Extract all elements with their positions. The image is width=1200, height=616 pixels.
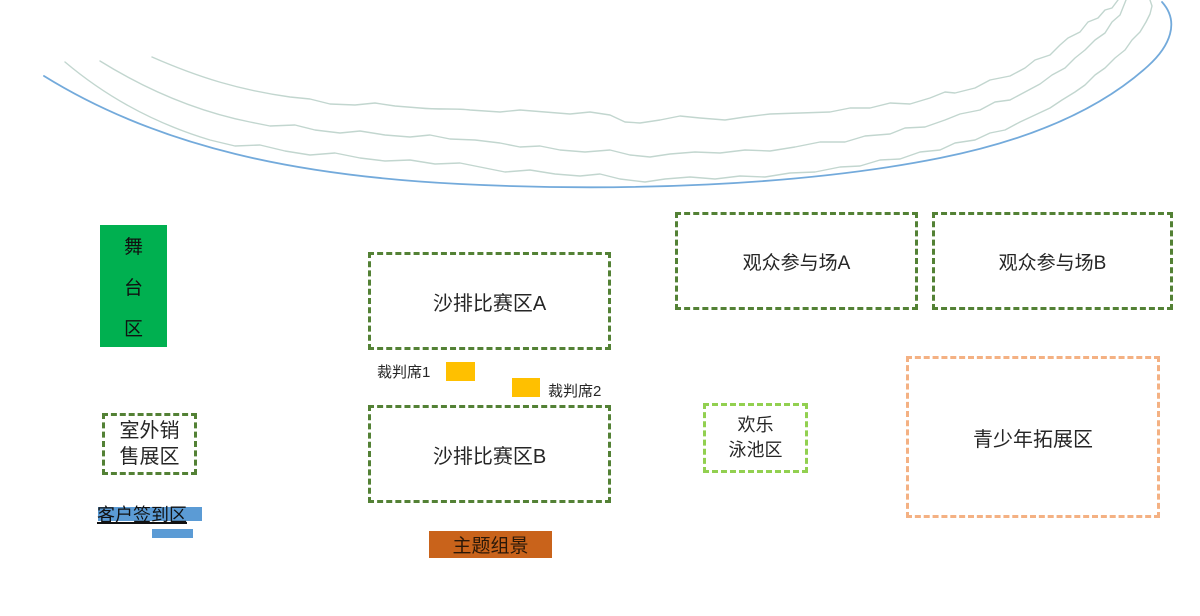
zone-pool: 欢乐 泳池区 xyxy=(703,403,808,473)
zone-court-b-label: 沙排比赛区B xyxy=(432,445,547,468)
wave-line-outer xyxy=(64,0,1153,183)
zone-stage-char: 台 xyxy=(123,277,143,299)
signin-small-bar xyxy=(152,529,193,538)
zone-youth-label: 青少年拓展区 xyxy=(973,428,1093,451)
zone-outdoor-sales-line2: 售展区 xyxy=(119,446,180,468)
wave-line-inner xyxy=(151,0,1119,124)
referee2-label: 裁判席2 xyxy=(548,383,602,400)
referee2-seat xyxy=(512,378,540,397)
zone-outdoor-sales: 室外销 售展区 xyxy=(102,413,197,475)
referee1-label: 裁判席1 xyxy=(377,364,431,381)
zone-outdoor-sales-line1: 室外销 xyxy=(119,420,180,442)
zone-audience-a: 观众参与场A xyxy=(675,212,918,310)
zone-signin-label: 客户签到区 xyxy=(97,505,187,525)
zone-theme-scenery: 主题组景 xyxy=(429,531,552,558)
zone-stage-char: 区 xyxy=(123,318,143,340)
zone-youth: 青少年拓展区 xyxy=(906,356,1160,518)
zone-theme-scenery-label: 主题组景 xyxy=(452,536,529,557)
zone-stage: 舞 台 区 xyxy=(100,225,167,347)
zone-court-a: 沙排比赛区A xyxy=(368,252,611,350)
zone-audience-a-label: 观众参与场A xyxy=(742,252,851,274)
zone-court-b: 沙排比赛区B xyxy=(368,405,611,503)
shoreline-waves xyxy=(43,0,1173,189)
referee1-seat xyxy=(446,362,475,381)
zone-court-a-label: 沙排比赛区A xyxy=(432,292,547,315)
wave-line-middle xyxy=(99,0,1127,158)
shore-arc xyxy=(43,1,1173,189)
zone-audience-b-label: 观众参与场B xyxy=(998,252,1107,274)
zone-stage-char: 舞 xyxy=(123,236,143,258)
zone-pool-line1: 欢乐 xyxy=(737,415,774,435)
zone-audience-b: 观众参与场B xyxy=(932,212,1173,310)
signin-highlight-bar xyxy=(98,507,202,521)
zone-pool-line2: 泳池区 xyxy=(728,440,783,460)
